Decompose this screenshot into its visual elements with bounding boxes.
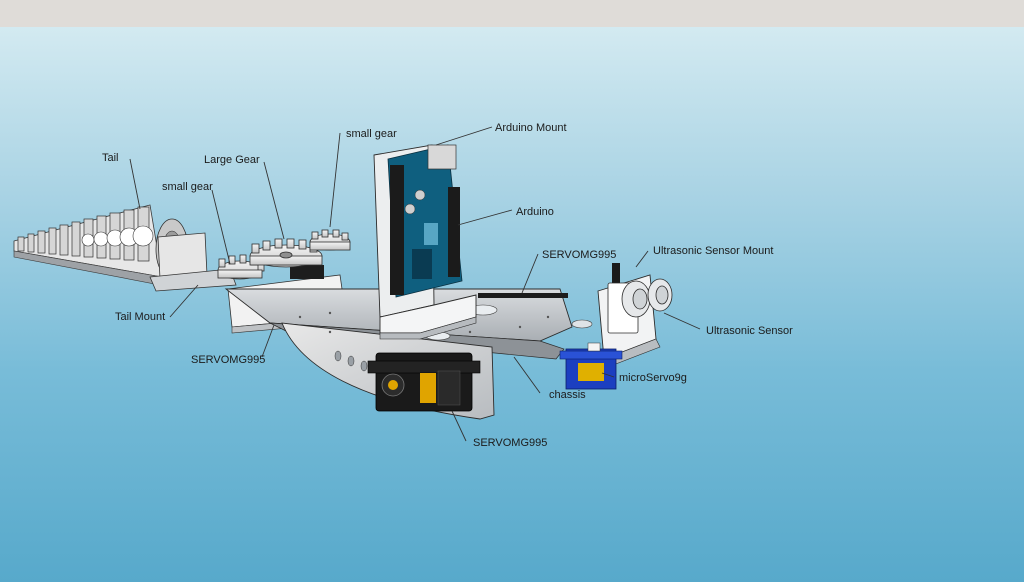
3d-viewport[interactable]: Tail small gear Large Gear small gear Ar…: [0, 27, 1024, 582]
label-small-gear-left: small gear: [162, 181, 213, 193]
label-micro-servo: microServo9g: [619, 372, 687, 384]
leader-lines: [129, 126, 701, 442]
label-chassis: chassis: [549, 389, 586, 401]
label-arduino-mount: Arduino Mount: [495, 122, 567, 134]
label-servo-top: SERVOMG995: [542, 249, 617, 261]
servo-bottom: [367, 352, 481, 412]
label-large-gear: Large Gear: [204, 154, 260, 166]
gear-train: [217, 229, 351, 280]
label-tail-mount: Tail Mount: [115, 311, 166, 323]
ultrasonic-sensor: [607, 278, 673, 334]
label-servo-bottom: SERVOMG995: [473, 437, 548, 449]
micro-servo: [559, 342, 623, 390]
label-tail: Tail: [102, 152, 119, 164]
label-arduino: Arduino: [516, 206, 554, 218]
robot-model-drawing: [13, 126, 701, 442]
app-toolbar: [0, 0, 1024, 28]
label-ultrasonic-sensor: Ultrasonic Sensor: [706, 325, 793, 337]
small-gear-top: [309, 229, 351, 251]
large-gear: [249, 238, 323, 268]
small-gear-left: [217, 254, 265, 280]
label-servo-left: SERVOMG995: [191, 354, 266, 366]
tail-mount: [149, 232, 237, 292]
label-small-gear-top: small gear: [346, 128, 397, 140]
servo-top-body: [478, 293, 568, 298]
label-ultrasonic-mount: Ultrasonic Sensor Mount: [653, 245, 774, 257]
arduino-board: [387, 144, 463, 298]
